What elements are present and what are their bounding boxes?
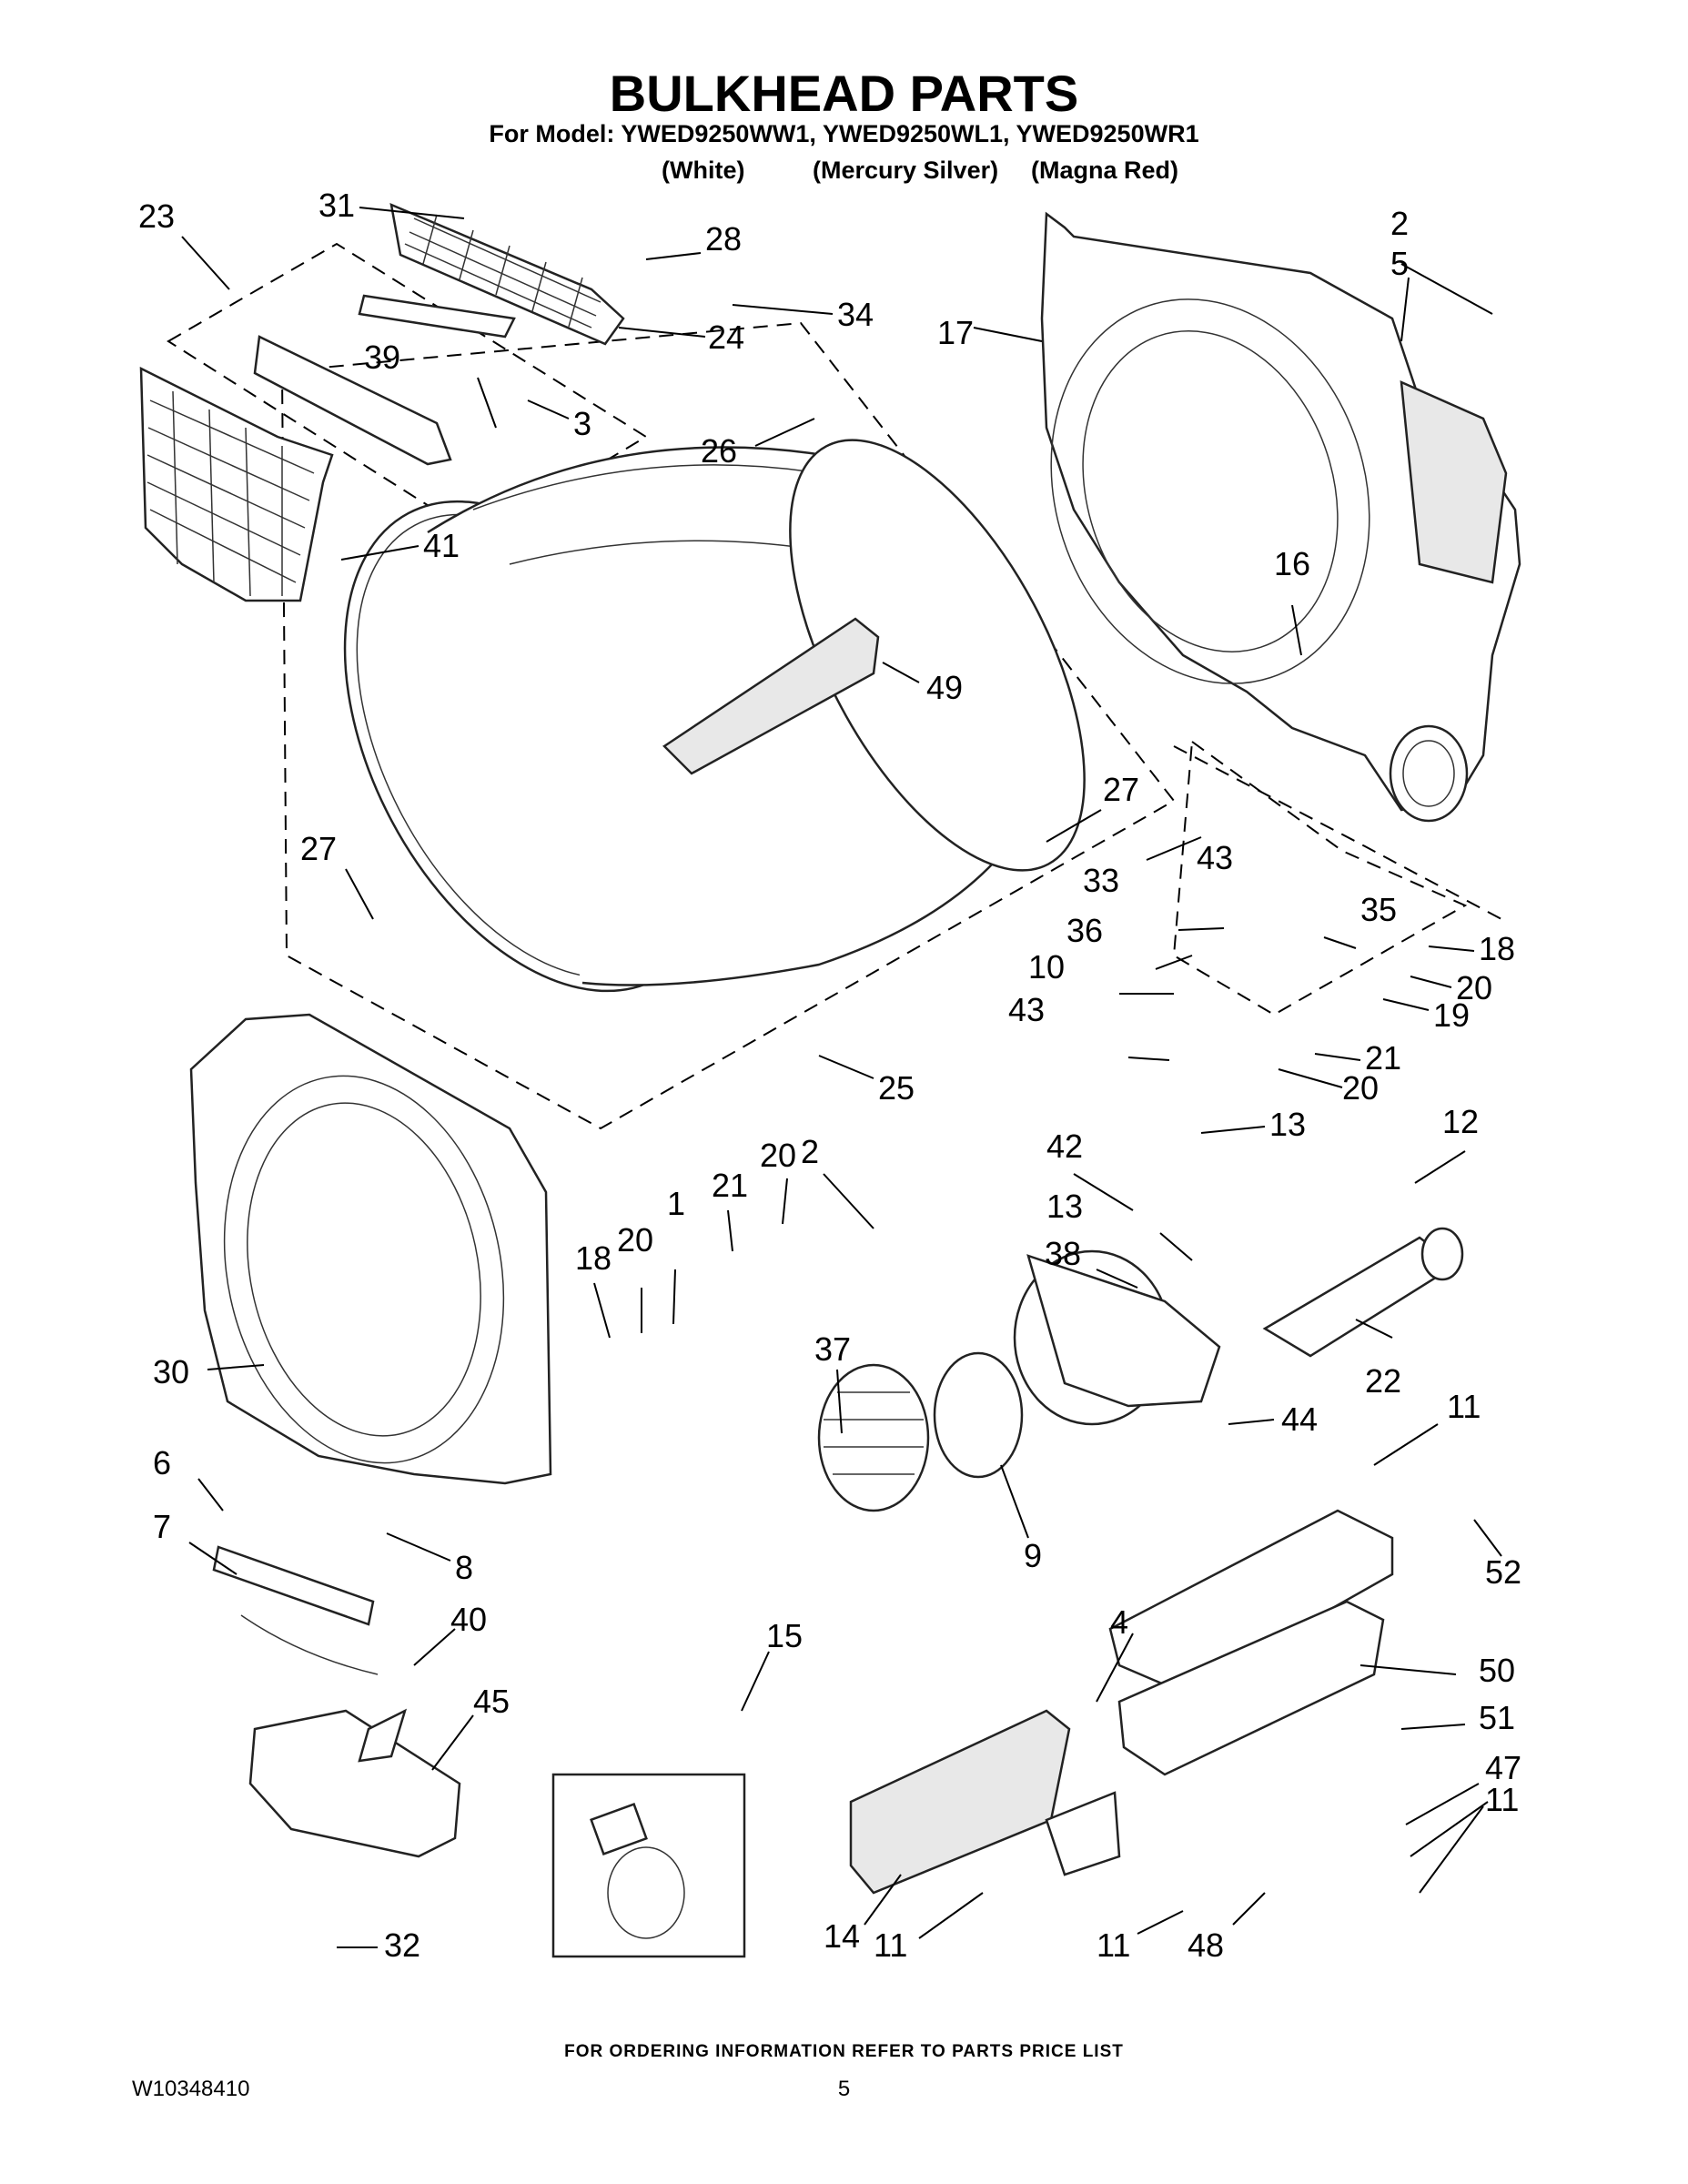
- callout: 45: [473, 1683, 510, 1720]
- callout: 20: [1456, 969, 1492, 1006]
- callout: 21: [1365, 1039, 1401, 1077]
- page-number: 5: [837, 2077, 851, 2101]
- callout: 6: [153, 1444, 171, 1481]
- strips-6-7-40: [212, 1545, 408, 1763]
- callout: 31: [318, 187, 355, 224]
- callout: 11: [874, 1926, 907, 1964]
- color-silver-label: (Mercury Silver): [813, 157, 999, 184]
- callout: 42: [1046, 1127, 1083, 1165]
- callout: 49: [926, 669, 963, 706]
- callout: 27: [1103, 771, 1139, 808]
- color-white-label: (White): [662, 157, 745, 184]
- callout: 24: [708, 318, 744, 356]
- callout: 18: [1479, 930, 1515, 967]
- callout: 22: [1365, 1362, 1401, 1400]
- callout: 14: [824, 1917, 860, 1955]
- callout: 2: [1390, 205, 1409, 242]
- callout: 40: [450, 1601, 487, 1638]
- leader-lines: [181, 207, 1502, 1948]
- callout: 43: [1197, 839, 1233, 876]
- callout: 20: [760, 1137, 796, 1174]
- callout: 52: [1485, 1553, 1521, 1591]
- callout: 16: [1274, 545, 1310, 582]
- callout: 28: [705, 220, 742, 258]
- callout: 9: [1024, 1537, 1042, 1574]
- callout: 43: [1008, 991, 1045, 1028]
- callout: 19: [1433, 996, 1470, 1034]
- callout: 13: [1046, 1188, 1083, 1225]
- callout: 15: [766, 1617, 803, 1654]
- callout: 21: [712, 1167, 748, 1204]
- front-duct: [248, 1709, 461, 1858]
- callout: 23: [138, 197, 175, 235]
- callout: 41: [423, 527, 460, 564]
- kit-15-box: [551, 1773, 746, 1958]
- callout: 25: [878, 1069, 915, 1107]
- callout: 20: [617, 1221, 653, 1259]
- heater-and-housing: [849, 1509, 1394, 1895]
- callout: 2: [801, 1133, 819, 1170]
- callout: 30: [153, 1353, 189, 1390]
- callout: 47: [1485, 1749, 1521, 1786]
- callout: 10: [1028, 948, 1065, 986]
- rear-bulkhead: [1040, 211, 1521, 823]
- ordering-note: FOR ORDERING INFORMATION REFER TO PARTS …: [564, 2042, 1124, 2061]
- callout: 17: [937, 314, 974, 351]
- callout: 13: [1269, 1106, 1306, 1143]
- front-bulkhead: [189, 1013, 552, 1485]
- callout: 51: [1479, 1699, 1515, 1736]
- color-red-label: (Magna Red): [1031, 157, 1178, 184]
- callout: 11: [1447, 1388, 1481, 1425]
- blower-and-duct: [817, 1227, 1464, 1512]
- callout: 12: [1442, 1103, 1479, 1140]
- callout: 5: [1390, 245, 1409, 282]
- callout: 8: [455, 1549, 473, 1586]
- callout: 11: [1485, 1781, 1519, 1818]
- callout: 35: [1360, 891, 1397, 928]
- document-number: W10348410: [132, 2077, 250, 2101]
- callout: 34: [837, 296, 874, 333]
- callout: 3: [573, 405, 591, 442]
- callout: 37: [814, 1330, 851, 1368]
- callout: 44: [1281, 1400, 1318, 1438]
- callout: 27: [300, 830, 337, 867]
- callout: 38: [1045, 1235, 1081, 1272]
- callout: 36: [1066, 912, 1103, 949]
- callout: 18: [575, 1239, 612, 1277]
- callout: 26: [701, 432, 737, 470]
- assembly-outlines: [167, 242, 1502, 1130]
- callout: 50: [1479, 1652, 1515, 1689]
- callout: 1: [667, 1185, 685, 1222]
- callout: 4: [1110, 1603, 1128, 1641]
- callout: 7: [153, 1508, 171, 1545]
- page-title: BULKHEAD PARTS: [609, 65, 1079, 122]
- model-list: For Model: YWED9250WW1, YWED9250WL1, YWE…: [489, 120, 1199, 147]
- callout: 20: [1342, 1069, 1379, 1107]
- callout: 39: [364, 339, 400, 376]
- lint-screen-assembly: [139, 202, 625, 602]
- callout: 32: [384, 1926, 420, 1964]
- drum: [343, 439, 1086, 993]
- callout: 33: [1083, 862, 1119, 899]
- callout: 48: [1188, 1926, 1224, 1964]
- callout-labels: 23 31 28 34 24 39 3 26 41 17 2 5 16 49 2…: [138, 187, 1521, 1964]
- callout: 11: [1097, 1926, 1130, 1964]
